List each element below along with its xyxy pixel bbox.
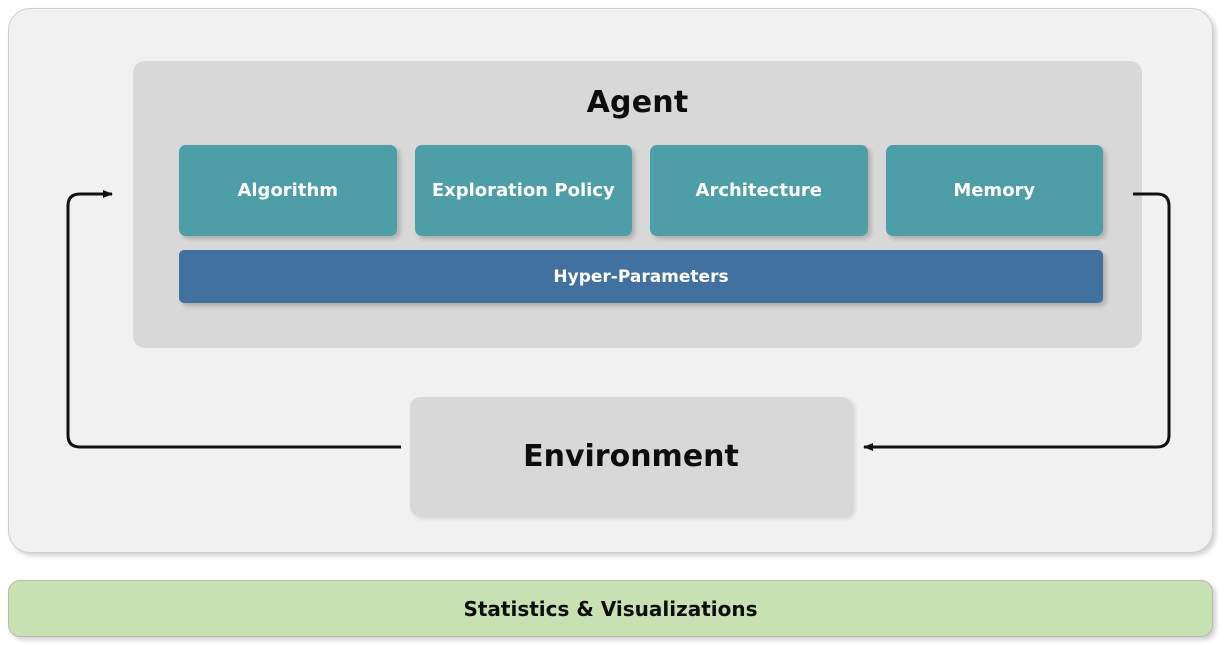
statistics-visualizations-banner[interactable]: Statistics & Visualizations — [8, 580, 1213, 637]
environment-box[interactable]: Environment — [410, 397, 852, 516]
agent-component-memory-label: Memory — [953, 180, 1036, 201]
system-card: Agent Algorithm Exploration Policy Archi… — [8, 8, 1213, 553]
agent-component-memory[interactable]: Memory — [885, 145, 1103, 236]
agent-component-exploration-policy-label: Exploration Policy — [431, 180, 615, 201]
agent-component-algorithm[interactable]: Algorithm — [179, 145, 397, 236]
agent-component-algorithm-label: Algorithm — [237, 180, 339, 201]
agent-component-row: Algorithm Exploration Policy Architectur… — [179, 145, 1103, 236]
agent-panel[interactable]: Agent Algorithm Exploration Policy Archi… — [133, 61, 1142, 348]
environment-label: Environment — [523, 439, 739, 474]
statistics-visualizations-label: Statistics & Visualizations — [463, 596, 758, 621]
agent-component-architecture-label: Architecture — [695, 180, 822, 201]
hyper-parameters-bar[interactable]: Hyper-Parameters — [179, 250, 1103, 303]
hyper-parameters-label: Hyper-Parameters — [553, 266, 729, 287]
agent-component-exploration-policy[interactable]: Exploration Policy — [414, 145, 632, 236]
agent-component-architecture[interactable]: Architecture — [650, 145, 868, 236]
agent-title: Agent — [586, 85, 689, 120]
